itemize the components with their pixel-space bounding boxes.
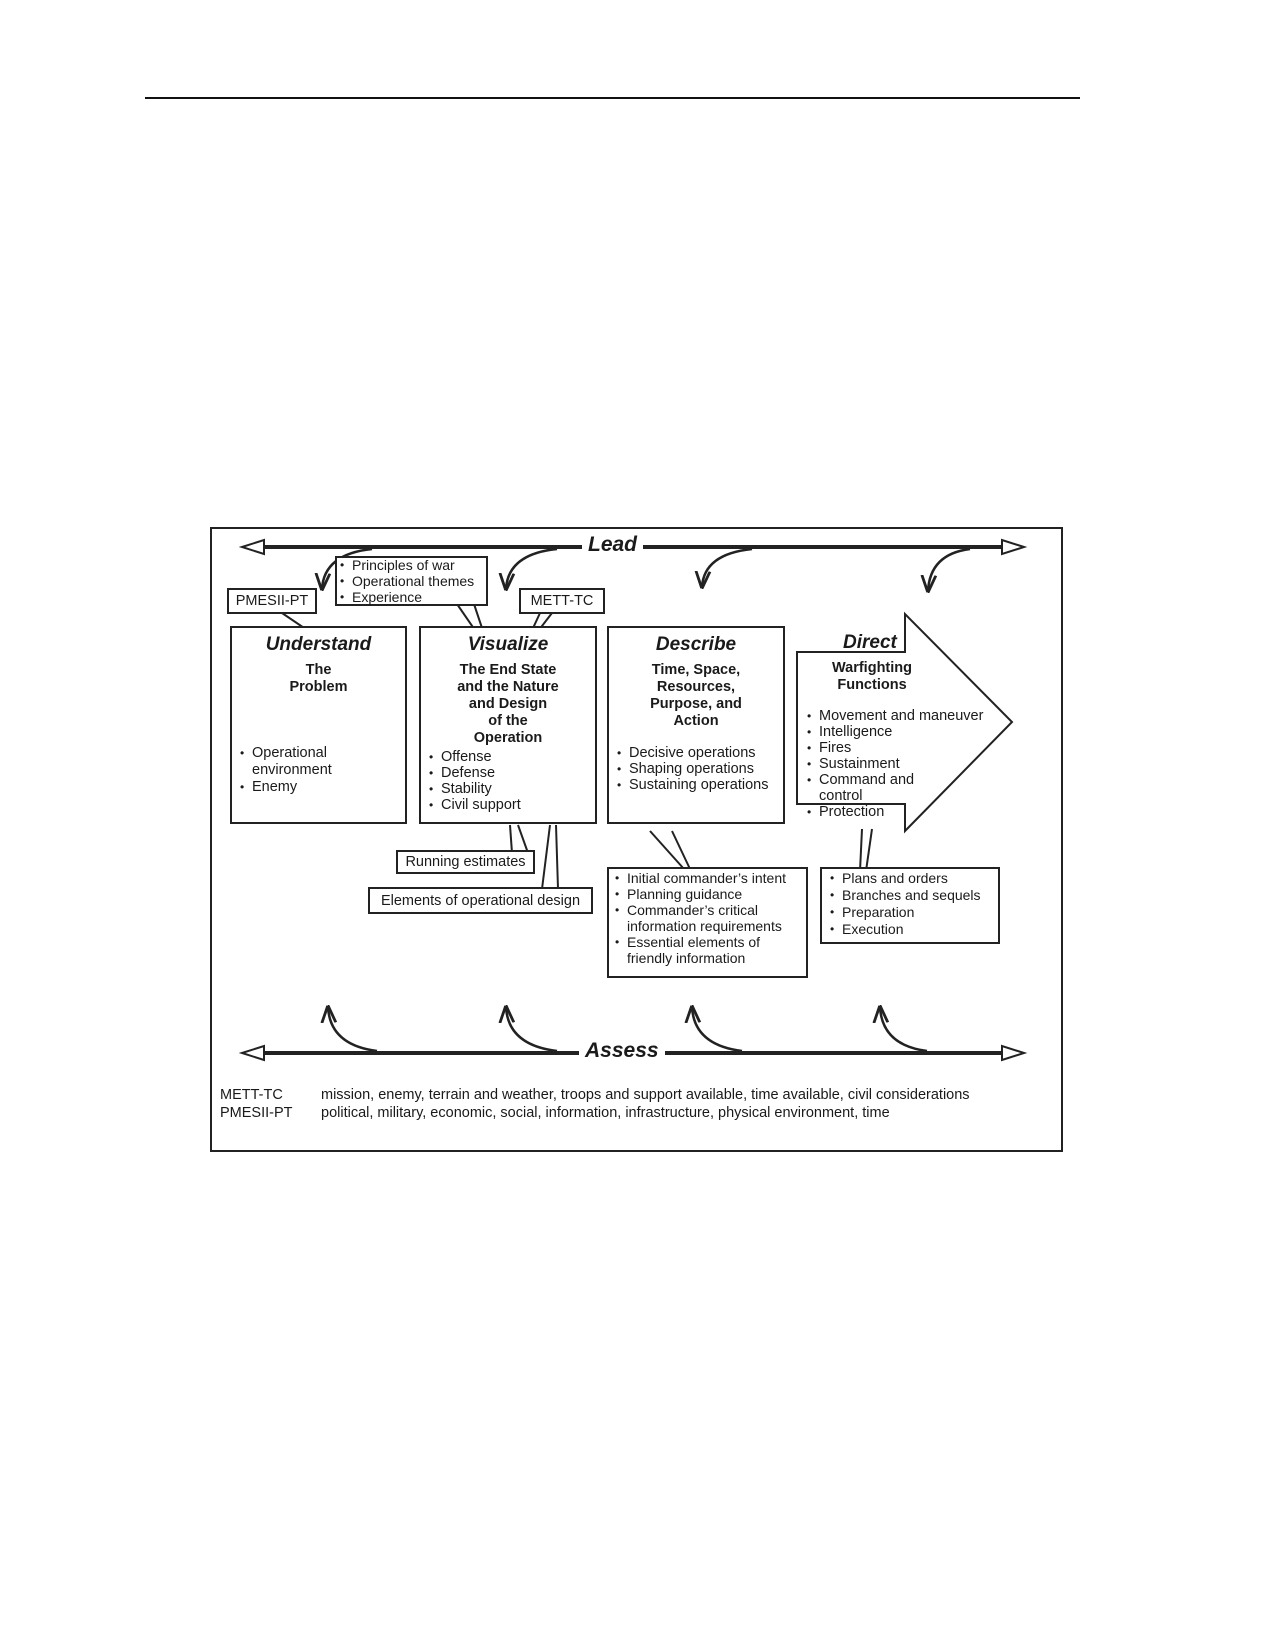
direct-outputs-list: Plans and orders Branches and sequels Pr…	[830, 870, 1000, 938]
legend-definition-mett: mission, enemy, terrain and weather, tro…	[321, 1087, 970, 1103]
describe-outputs-list: Initial commander’s intent Planning guid…	[615, 870, 805, 966]
running-estimates-callout: Running estimates	[396, 850, 535, 874]
list-item: Planning guidance	[615, 886, 805, 902]
list-item: Branches and sequels	[830, 887, 1000, 904]
list-item: Protection	[807, 804, 997, 820]
pmesii-callout: PMESII-PT	[227, 588, 317, 614]
understand-box: Understand The Problem Operational envir…	[230, 626, 407, 824]
legend-definition-pmesii: political, military, economic, social, i…	[321, 1105, 890, 1121]
operations-process-diagram: Lead Assess Understand The Problem Opera…	[210, 527, 1063, 1152]
list-item: Experience	[340, 589, 488, 605]
direct-pointer-b	[865, 828, 873, 872]
running-estimates-pointer-b	[517, 824, 529, 854]
list-item: Execution	[830, 921, 1000, 938]
lead-arrow-right-head	[1001, 538, 1028, 556]
list-item: Commander’s critical information require…	[615, 902, 805, 934]
describe-box: Describe Time, Space, Resources, Purpose…	[607, 626, 785, 824]
understand-list: Operational environment Enemy	[240, 745, 390, 796]
principles-callout: Principles of war Operational themes Exp…	[335, 556, 488, 606]
list-item: Shaping operations	[617, 761, 782, 777]
direct-outputs-callout: Plans and orders Branches and sequels Pr…	[820, 867, 1000, 944]
list-item: Essential elements of friendly informati…	[615, 934, 805, 966]
visualize-subtitle: The End State and the Nature and Design …	[457, 662, 559, 746]
legend-term-pmesii: PMESII-PT	[220, 1105, 293, 1121]
understand-subtitle: The Problem	[289, 662, 348, 695]
assess-curve-4	[880, 1007, 928, 1053]
describe-heading: Describe	[655, 634, 737, 655]
assess-curve-1	[328, 1007, 378, 1053]
elements-pointer-a	[541, 824, 551, 890]
legend-term-mett: METT-TC	[220, 1087, 283, 1103]
list-item: Operational environment	[240, 745, 390, 779]
assess-curve-2	[506, 1007, 558, 1053]
list-item: Civil support	[429, 797, 589, 813]
lead-curve-2	[506, 547, 558, 589]
assess-label: Assess	[579, 1039, 665, 1063]
direct-list: Movement and maneuver Intelligence Fires…	[807, 708, 997, 820]
lead-curve-4	[928, 547, 971, 591]
describe-pointer-a	[649, 830, 685, 870]
list-item: Plans and orders	[830, 870, 1000, 887]
describe-outputs-callout: Initial commander’s intent Planning guid…	[607, 867, 808, 978]
list-item: Command and control	[807, 772, 929, 804]
understand-heading: Understand	[265, 634, 372, 655]
direct-heading: Direct	[843, 632, 897, 653]
list-item: Fires	[807, 740, 997, 756]
assess-curve-3	[692, 1007, 743, 1053]
list-item: Decisive operations	[617, 745, 782, 761]
principles-list: Principles of war Operational themes Exp…	[340, 557, 488, 605]
assess-arrow-left-head	[238, 1044, 265, 1062]
list-item: Movement and maneuver	[807, 708, 997, 724]
describe-subtitle: Time, Space, Resources, Purpose, and Act…	[650, 662, 742, 729]
visualize-box: Visualize The End State and the Nature a…	[419, 626, 597, 824]
lead-arrow-left-head	[238, 538, 265, 556]
list-item: Defense	[429, 765, 589, 781]
direct-pointer-a	[859, 828, 863, 872]
elements-pointer-b	[555, 824, 559, 890]
direct-box: Direct Warfighting Functions Movement an…	[797, 626, 983, 826]
assess-arrow-right-head	[1001, 1044, 1028, 1062]
list-item: Operational themes	[340, 573, 488, 589]
describe-pointer-b	[671, 830, 691, 870]
list-item: Stability	[429, 781, 589, 797]
list-item: Offense	[429, 749, 589, 765]
describe-list: Decisive operations Shaping operations S…	[617, 745, 782, 793]
elements-design-callout: Elements of operational design	[368, 887, 593, 914]
list-item: Enemy	[240, 779, 390, 796]
list-item: Sustainment	[807, 756, 997, 772]
list-item: Sustaining operations	[617, 777, 782, 793]
direct-subtitle: Warfighting Functions	[832, 660, 912, 693]
lead-curve-3	[702, 547, 753, 587]
lead-label: Lead	[582, 533, 644, 557]
list-item: Initial commander’s intent	[615, 870, 805, 886]
mett-callout: METT-TC	[519, 588, 605, 614]
running-estimates-pointer-a	[509, 824, 513, 854]
visualize-list: Offense Defense Stability Civil support	[429, 749, 589, 813]
list-item: Principles of war	[340, 557, 488, 573]
visualize-heading: Visualize	[467, 634, 549, 655]
page-header-rule	[145, 97, 1080, 99]
list-item: Preparation	[830, 904, 1000, 921]
list-item: Intelligence	[807, 724, 997, 740]
